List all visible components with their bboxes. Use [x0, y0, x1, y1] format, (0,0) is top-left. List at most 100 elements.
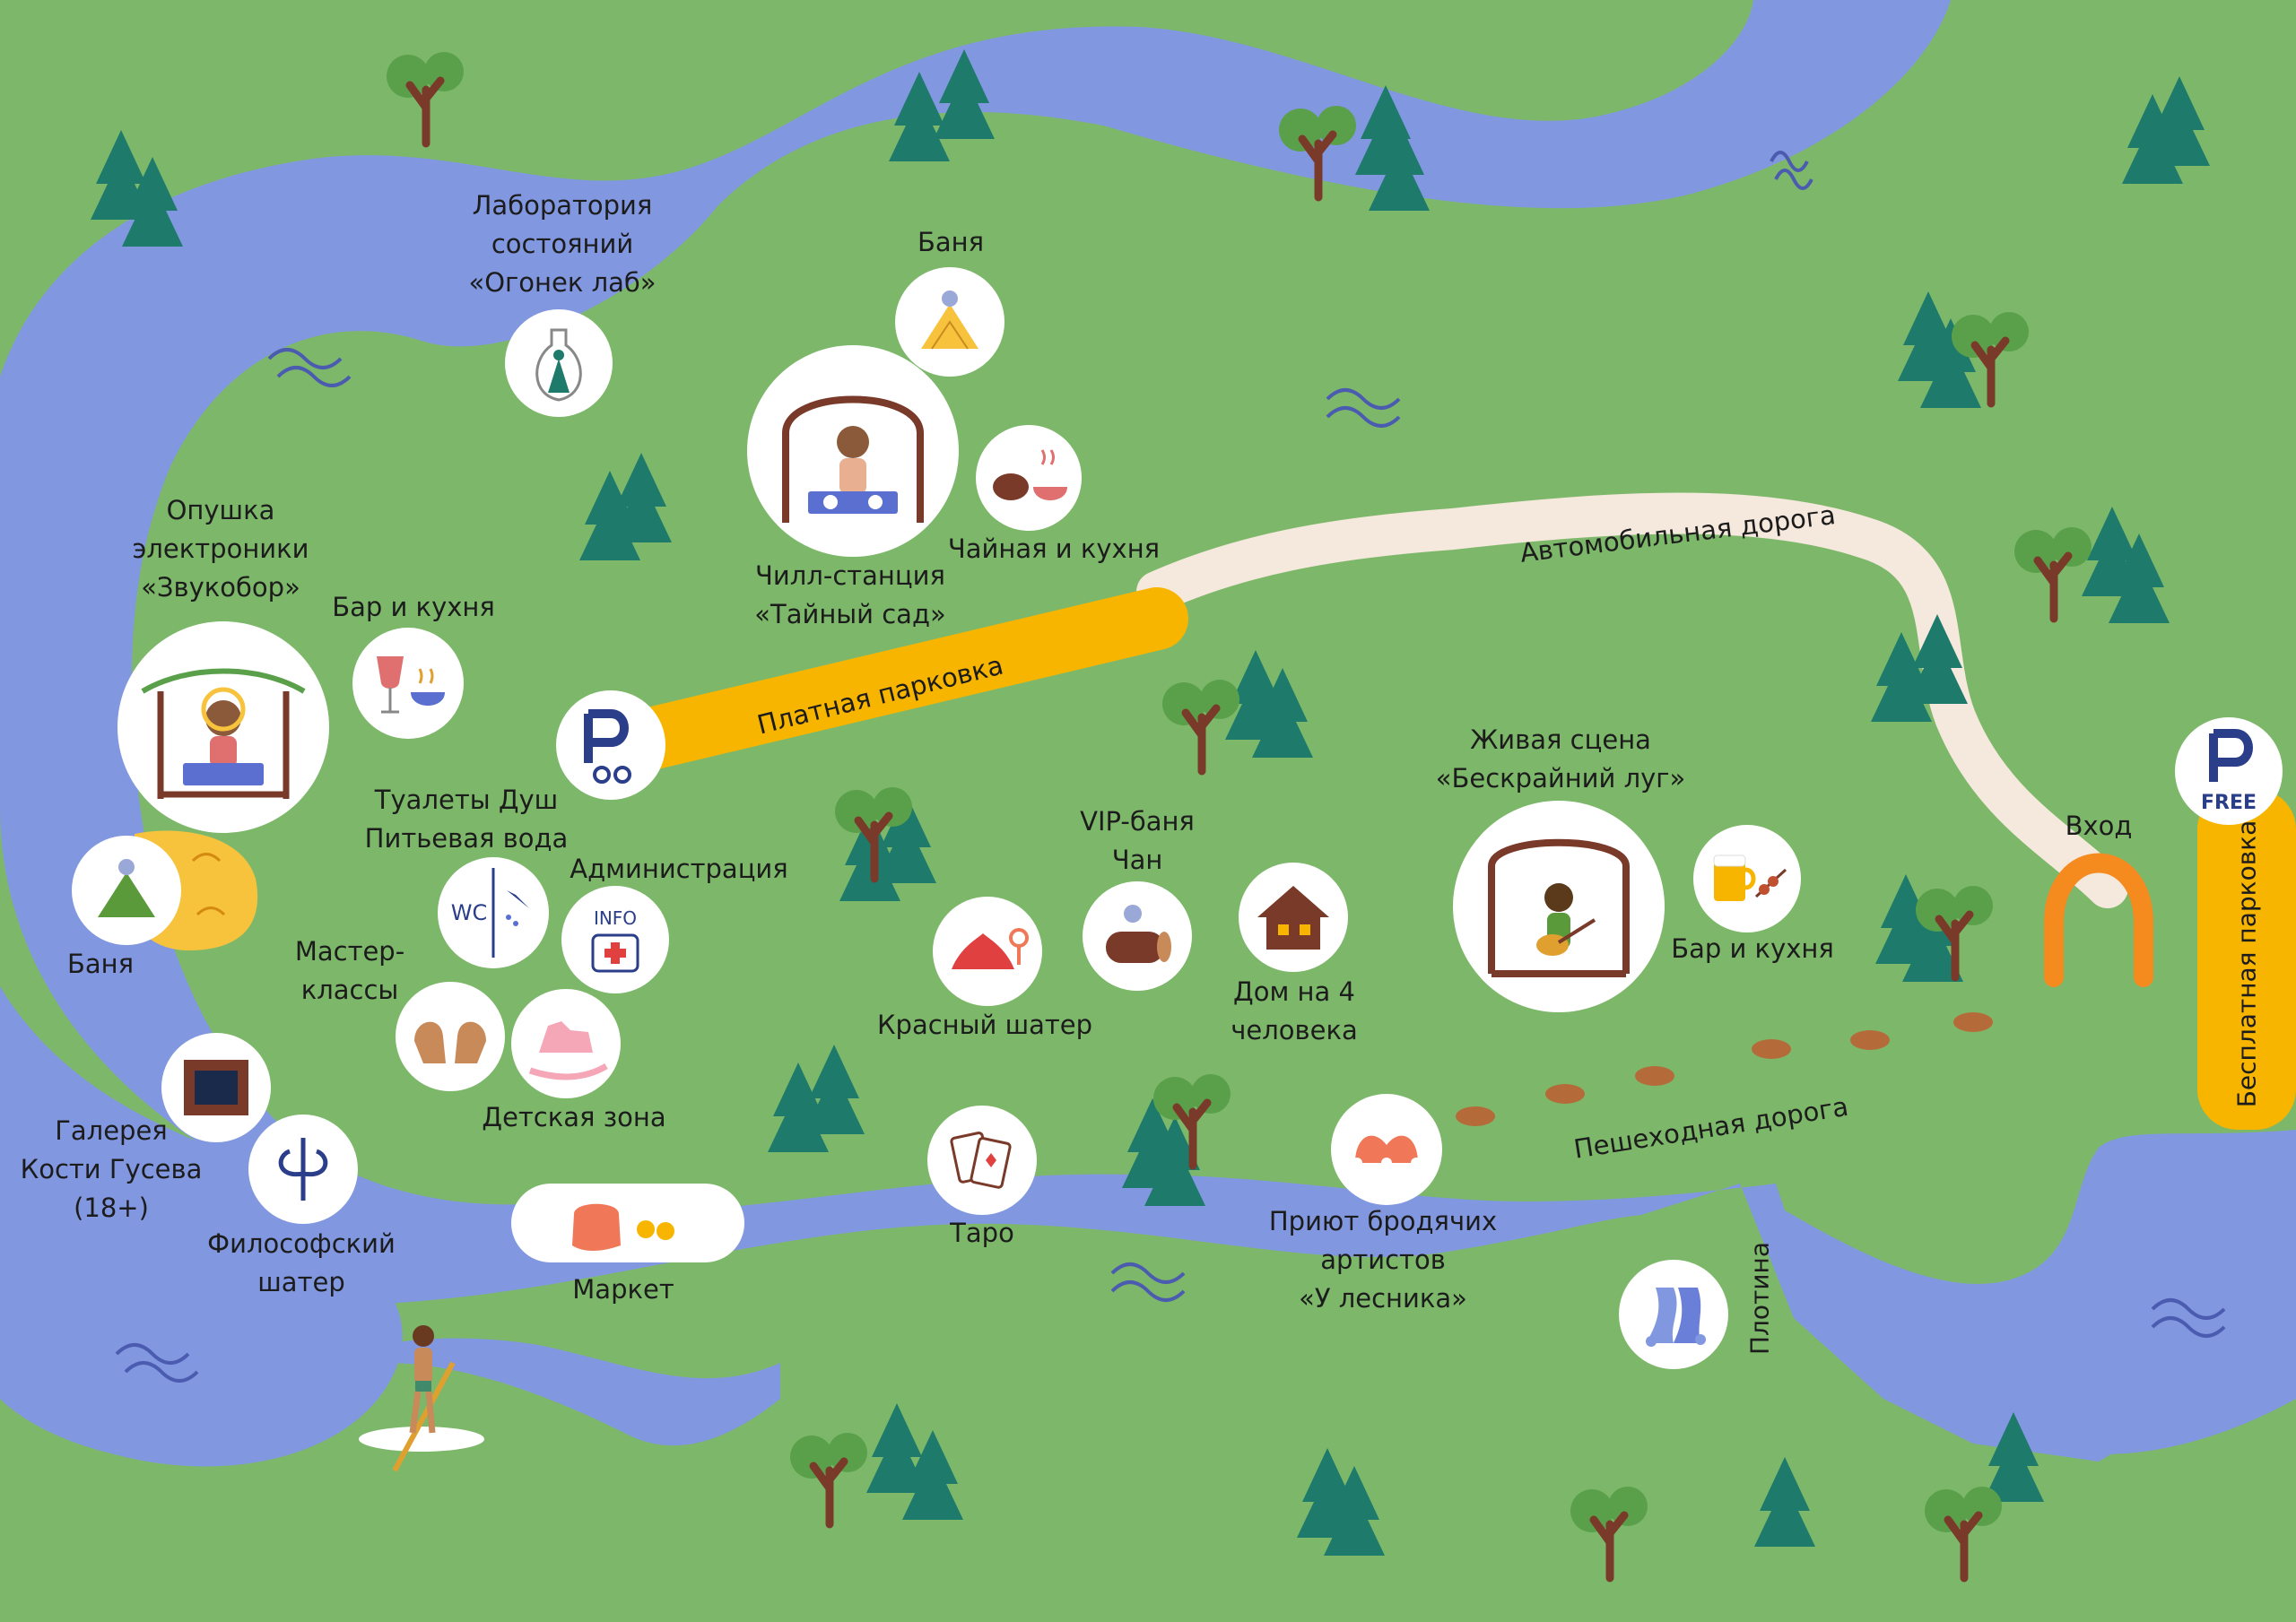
tree-canopy [1279, 108, 1322, 152]
tree-canopy [1952, 315, 1995, 358]
tree-trunk [2033, 551, 2073, 623]
tree-canopy [1200, 680, 1239, 719]
pine-tree [902, 1430, 963, 1520]
philosophy-tent-icon[interactable] [248, 1115, 358, 1224]
tree-canopy [1989, 312, 2029, 351]
tree-canopy [387, 55, 430, 98]
banya-left-icon[interactable] [72, 836, 181, 945]
tarot-icon[interactable] [927, 1106, 1037, 1215]
pine-tree [804, 1045, 865, 1134]
entrance-arch [2044, 853, 2153, 987]
tea-kitchen-icon[interactable] [976, 425, 1082, 531]
red-tent-icon[interactable] [933, 897, 1042, 1006]
pine-tree [1252, 668, 1313, 758]
tree-trunk [1944, 1511, 1983, 1583]
tree-canopy [1962, 1487, 2002, 1526]
entrance-label: Вход [2065, 811, 2133, 841]
tree-trunk [1970, 336, 2010, 408]
vip-banya-icon[interactable] [1083, 881, 1192, 991]
pine-tree [2149, 76, 2210, 166]
pine-tree [1983, 1412, 2044, 1502]
pine-tree [934, 49, 995, 139]
trees [91, 49, 2210, 1583]
free-parking-strip [2197, 789, 2296, 1130]
tree-trunk [405, 76, 445, 148]
banya-top-icon[interactable] [895, 267, 1004, 377]
chill-station-icon[interactable] [747, 345, 959, 557]
tree-canopy [1925, 1489, 1968, 1532]
pine-tree [1754, 1457, 1815, 1547]
tree-canopy [424, 52, 464, 91]
free-parking-icon[interactable]: FREE [2175, 717, 2283, 825]
river-left-lower [0, 1031, 403, 1467]
footprints [1456, 1012, 1993, 1126]
tree-trunk [809, 1457, 848, 1529]
bar-left-label: Бар и кухня [332, 592, 495, 622]
pine-tree [122, 157, 183, 247]
tree-canopy [1153, 1077, 1196, 1120]
tree-canopy [873, 787, 912, 827]
parking-paid-icon[interactable] [556, 690, 665, 800]
toilets-icon[interactable]: WC [438, 857, 549, 968]
pine-tree [1369, 121, 1430, 211]
bar-right-icon[interactable] [1693, 825, 1801, 932]
tree-canopy [1953, 886, 1993, 925]
dam-icon[interactable] [1619, 1260, 1728, 1369]
tree-canopy [2052, 527, 2092, 567]
pine-tree [1907, 614, 1968, 704]
tree-trunk [1172, 1098, 1212, 1170]
pine-tree [866, 1403, 927, 1493]
banya-left-label: Баня [66, 949, 135, 979]
wave-marks [115, 151, 2226, 1383]
admin-label: Администрация [570, 854, 788, 884]
master-class-icon[interactable] [396, 982, 505, 1091]
paid-parking-road [596, 587, 1188, 776]
tree-trunk [1589, 1511, 1629, 1583]
tree-canopy [1191, 1074, 1231, 1114]
bar-left-icon[interactable] [352, 628, 464, 739]
tree-canopy [1570, 1489, 1613, 1532]
pine-tree [611, 453, 672, 542]
gallery-icon[interactable] [161, 1033, 271, 1142]
admin-info-icon[interactable]: INFO [561, 886, 669, 993]
pine-tree [1144, 1116, 1205, 1206]
house-icon[interactable] [1239, 863, 1348, 972]
lab-icon[interactable] [505, 309, 613, 417]
tree-canopy [828, 1433, 867, 1472]
river-bottom [0, 986, 2296, 1462]
opushka-icon[interactable] [117, 621, 329, 833]
tea-kitchen-label: Чайная и кухня [947, 533, 1161, 564]
tree-canopy [835, 790, 878, 833]
pine-tree [2109, 533, 2170, 623]
wc-icon-text: WC [451, 900, 488, 925]
market-icon[interactable] [511, 1184, 744, 1262]
tree-canopy [1916, 889, 1959, 932]
master-class-label: Мастер-классы [294, 936, 405, 1005]
info-icon-text: INFO [594, 907, 637, 929]
tree-trunk [1298, 130, 1337, 202]
tree-canopy [1317, 106, 1356, 145]
bar-right-label: Бар и кухня [1671, 933, 1834, 964]
live-stage-icon[interactable] [1453, 801, 1665, 1012]
tree-trunk [1181, 704, 1221, 776]
river-bend [386, 1338, 780, 1446]
market-label: Маркет [572, 1274, 674, 1305]
free-parking-label: Бесплатная парковка [2231, 820, 2262, 1108]
tree-canopy [1162, 682, 1205, 725]
kids-zone-label: Детская зона [482, 1102, 666, 1132]
pine-tree [1902, 892, 1963, 982]
red-tent-label: Красный шатер [876, 1010, 1093, 1040]
kids-zone-icon[interactable] [511, 989, 621, 1098]
artists-icon[interactable] [1331, 1094, 1442, 1205]
river-top [0, 0, 1951, 1230]
tree-trunk [1935, 910, 1974, 982]
tree-canopy [1608, 1487, 1648, 1526]
